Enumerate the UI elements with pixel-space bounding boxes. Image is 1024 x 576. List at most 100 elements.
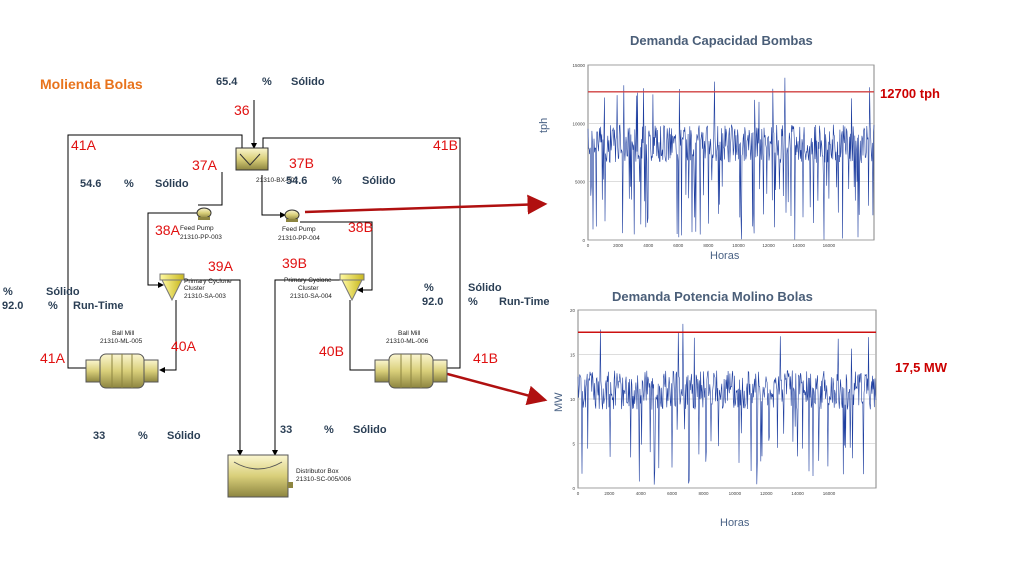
x-tick-label: 6000 xyxy=(673,243,684,248)
x-tick-label: 4000 xyxy=(643,243,654,248)
sump-tag: 21310-BX-002 xyxy=(256,177,298,184)
bottom-left-solids-percent: % xyxy=(138,430,148,442)
stream-41b-top-label: 41B xyxy=(433,137,458,153)
x-tick-label: 0 xyxy=(577,491,580,496)
right-solids-label: Sólido xyxy=(362,175,396,187)
mill-b-name: Ball Mill xyxy=(398,330,421,337)
y-tick-label: 15 xyxy=(570,353,576,358)
mill-a-name: Ball Mill xyxy=(112,330,135,337)
stream-40b-label: 40B xyxy=(319,343,344,359)
cyclone-a-icon xyxy=(159,273,185,302)
ball-mill-a-icon xyxy=(85,353,159,389)
x-tick-label: 10000 xyxy=(729,491,742,496)
stream-40a-label: 40A xyxy=(171,338,196,354)
stream-41a-bottom-label: 41A xyxy=(40,350,65,366)
stream-39a-label: 39A xyxy=(208,258,233,274)
x-tick-label: 12000 xyxy=(762,243,775,248)
left-solids-label: Sólido xyxy=(155,178,189,190)
mill-a-tag: 21310-ML-005 xyxy=(100,338,143,345)
bottom-left-solids-label: Sólido xyxy=(167,430,201,442)
cyclone-a-tag: 21310-SA-003 xyxy=(184,293,226,300)
feed-pump-a-icon xyxy=(196,207,212,220)
right-edge-solids-percent: % xyxy=(424,282,434,294)
x-tick-label: 14000 xyxy=(792,243,805,248)
cyclone-b-name-line2: Cluster xyxy=(298,285,319,292)
stream-38a-label: 38A xyxy=(155,222,180,238)
distributor-name: Distributor Box xyxy=(296,468,339,475)
y-tick-label: 10 xyxy=(570,397,576,402)
cyclone-b-name-line1: Primary Cyclone xyxy=(284,277,332,284)
y-tick-label: 5000 xyxy=(575,180,586,185)
feed-solids-value: 65.4 xyxy=(216,76,238,88)
left-runtime-label: Run-Time xyxy=(73,300,124,312)
cyclone-b-tag: 21310-SA-004 xyxy=(290,293,332,300)
distributor-tag: 21310-SC-005/006 xyxy=(296,476,351,483)
pump-b-tag: 21310-PP-004 xyxy=(278,235,320,242)
right-solids-value: 54.6 xyxy=(286,175,308,187)
y-tick-label: 15000 xyxy=(572,63,585,68)
sump-tank-icon xyxy=(235,147,269,171)
left-solids-value: 54.6 xyxy=(80,178,102,190)
pump-a-name: Feed Pump xyxy=(180,225,214,232)
pump-chart-xlabel: Horas xyxy=(710,250,740,262)
left-runtime-percent: % xyxy=(48,300,58,312)
ball-mill-b-icon xyxy=(374,353,448,389)
x-tick-label: 14000 xyxy=(791,491,804,496)
feed-solids-label: Sólido xyxy=(291,76,325,88)
right-runtime-percent: % xyxy=(468,296,478,308)
bottom-right-solids-percent: % xyxy=(324,424,334,436)
cyclone-a-name-line2: Cluster xyxy=(184,285,205,292)
stream-41b-bottom-label: 41B xyxy=(473,350,498,366)
pump-b-name: Feed Pump xyxy=(282,226,316,233)
x-tick-label: 4000 xyxy=(636,491,647,496)
stream-38b-label: 38B xyxy=(348,219,373,235)
mill-chart-limit-label: 17,5 MW xyxy=(895,360,948,375)
x-tick-label: 0 xyxy=(587,243,590,248)
bottom-left-solids-value: 33 xyxy=(93,430,106,442)
pump-chart-title: Demanda Capacidad Bombas xyxy=(630,33,813,48)
cyclone-a-name-line1: Primary Cyclone xyxy=(184,278,232,285)
y-tick-label: 10000 xyxy=(572,121,585,126)
left-edge-solids-percent: % xyxy=(3,286,13,298)
demand-series-line xyxy=(577,323,877,485)
bottom-right-solids-label: Sólido xyxy=(353,424,387,436)
x-tick-label: 8000 xyxy=(703,243,714,248)
diagram-title: Molienda Bolas xyxy=(40,76,143,92)
mill-chart-xlabel: Horas xyxy=(720,517,750,529)
feed-pump-b-icon xyxy=(284,209,300,222)
x-tick-label: 2000 xyxy=(613,243,624,248)
right-runtime-label: Run-Time xyxy=(499,296,550,308)
right-edge-solids-label: Sólido xyxy=(468,282,502,294)
y-tick-label: 5 xyxy=(572,442,575,447)
pump-a-tag: 21310-PP-003 xyxy=(180,234,222,241)
x-tick-label: 10000 xyxy=(732,243,745,248)
x-tick-label: 16000 xyxy=(823,491,836,496)
left-runtime-value: 92.0 xyxy=(2,300,24,312)
x-tick-label: 12000 xyxy=(760,491,773,496)
mill-b-tag: 21310-ML-006 xyxy=(386,338,429,345)
x-tick-label: 16000 xyxy=(823,243,836,248)
distributor-box-icon xyxy=(227,454,293,498)
stream-37b-label: 37B xyxy=(289,155,314,171)
stream-39b-label: 39B xyxy=(282,255,307,271)
demand-series-line xyxy=(587,77,875,240)
y-tick-label: 20 xyxy=(570,308,576,313)
left-solids-percent: % xyxy=(124,178,134,190)
right-solids-percent: % xyxy=(332,175,342,187)
cyclone-b-icon xyxy=(339,273,365,302)
bottom-right-solids-value: 33 xyxy=(280,424,293,436)
x-tick-label: 2000 xyxy=(604,491,615,496)
left-edge-solids-label: Sólido xyxy=(46,286,80,298)
right-runtime-value: 92.0 xyxy=(422,296,444,308)
pump-chart-limit-label: 12700 tph xyxy=(880,86,940,101)
y-tick-label: 0 xyxy=(572,486,575,491)
stream-36-label: 36 xyxy=(234,102,250,118)
stream-37a-label: 37A xyxy=(192,157,217,173)
x-tick-label: 8000 xyxy=(698,491,709,496)
x-tick-label: 6000 xyxy=(667,491,678,496)
y-tick-label: 0 xyxy=(582,238,585,243)
stream-41a-top-label: 41A xyxy=(71,137,96,153)
